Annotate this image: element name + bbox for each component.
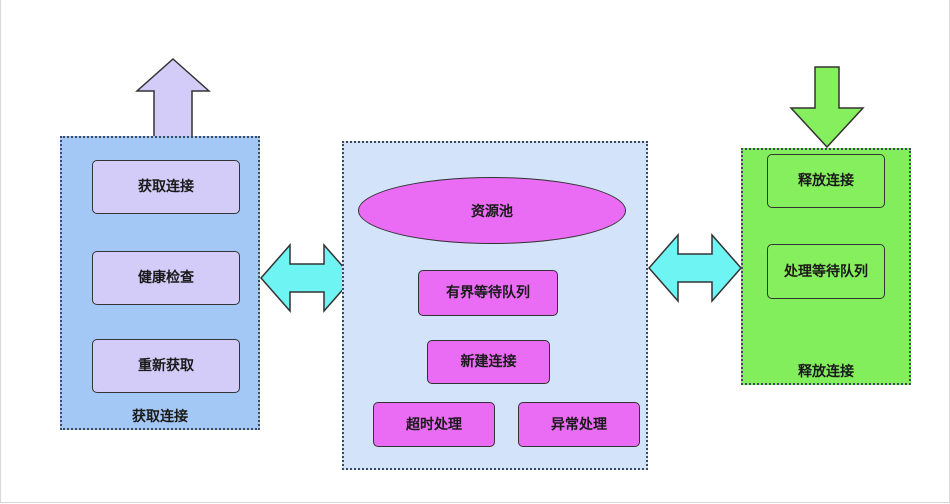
new-connection-box: 新建连接 — [427, 340, 550, 384]
process-wait-queue-box: 处理等待队列 — [767, 244, 885, 299]
timeout-handling-box: 超时处理 — [373, 402, 495, 447]
left-double-arrow-icon — [260, 243, 354, 313]
resource-pool-ellipse: 资源池 — [358, 177, 626, 244]
release-connection-box: 释放连接 — [767, 154, 885, 208]
reacquire-box: 重新获取 — [92, 339, 240, 393]
health-check-box: 健康检查 — [92, 251, 240, 305]
bounded-wait-queue-box: 有界等待队列 — [418, 270, 558, 316]
acquire-group-label: 获取连接 — [132, 409, 188, 425]
release-group-label: 释放连接 — [798, 364, 854, 380]
acquire-connection-box: 获取连接 — [92, 160, 240, 214]
down-arrow-icon — [789, 66, 865, 149]
up-arrow-icon — [135, 57, 211, 138]
right-double-arrow-icon — [648, 233, 742, 303]
exception-handling-box: 异常处理 — [518, 402, 640, 447]
